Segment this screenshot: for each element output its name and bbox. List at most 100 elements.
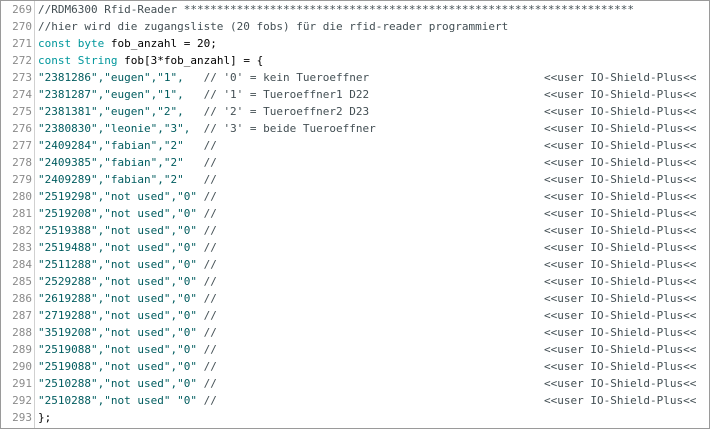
- line-number: 286: [12, 292, 32, 305]
- code-line[interactable]: 291 "2510288","not used","0" // <<user IO-…: [1, 375, 709, 392]
- code-text: "2409385","fabian","2" //: [38, 154, 217, 171]
- code-string: "2381287","eugen","1",: [38, 88, 184, 101]
- code-line[interactable]: 285 "2529288","not used","0" // <<user IO-…: [1, 273, 709, 290]
- code-comment-tail: <<user IO-Shield-Plus<<: [544, 326, 697, 339]
- line-number: 270: [12, 20, 32, 33]
- line-number: 292: [12, 394, 32, 407]
- line-number: 277: [12, 139, 32, 152]
- code-line[interactable]: 280"2519298","not used","0" //<<user IO-…: [1, 188, 709, 205]
- code-text: const byte fob_anzahl = 20;: [38, 35, 217, 52]
- line-number: 290: [12, 360, 32, 373]
- code-comment: //hier wird die zugangsliste (20 fobs) f…: [38, 20, 509, 33]
- code-line[interactable]: 290"2519088","not used","0" //<<user IO-…: [1, 358, 709, 375]
- code-text: "2380830","leonie","3", // '3' = beide T…: [38, 120, 376, 137]
- code-comment-tail: <<user IO-Shield-Plus<<: [544, 309, 697, 322]
- code-text: "2719288","not used","0" //: [38, 307, 217, 324]
- code-keyword: const: [38, 37, 72, 50]
- code-comment-tail: <<user IO-Shield-Plus<<: [544, 343, 697, 356]
- code-line[interactable]: 276"2380830","leonie","3", // '3' = beid…: [1, 120, 709, 137]
- code-text: "2511288","not used","0" //: [38, 256, 217, 273]
- line-number: 271: [12, 37, 32, 50]
- code-comment-tail: <<user IO-Shield-Plus<<: [544, 258, 697, 271]
- code-line[interactable]: 269 //RDM6300 Rfid-Reader ***************…: [1, 1, 709, 18]
- code-text: "2510288","not used","0" //: [38, 375, 217, 392]
- code-string: "3519208","not used","0": [38, 326, 197, 339]
- code-keyword: String: [77, 54, 118, 67]
- code-line[interactable]: 275 "2381381","eugen","2", // '2' = Tuero…: [1, 103, 709, 120]
- code-comment: //: [196, 292, 217, 305]
- code-comment-tail: <<user IO-Shield-Plus<<: [544, 122, 697, 135]
- code-comment: //: [196, 343, 217, 356]
- code-line[interactable]: 283"2519488","not used","0" //<<user IO-…: [1, 239, 709, 256]
- code-string: "2529288","not used","0": [38, 275, 197, 288]
- code-string: "2409289","fabian","2": [38, 173, 184, 186]
- code-text: "2519088","not used","0" //: [38, 358, 217, 375]
- code-line[interactable]: 281"2519208","not used","0" //<<user IO-…: [1, 205, 709, 222]
- line-number: 291: [12, 377, 32, 390]
- code-comment: //: [196, 360, 217, 373]
- code-comment-tail: <<user IO-Shield-Plus<<: [544, 173, 697, 186]
- code-token: [71, 37, 78, 50]
- code-comment-tail: <<user IO-Shield-Plus<<: [544, 394, 697, 407]
- code-comment-tail: <<user IO-Shield-Plus<<: [544, 156, 697, 169]
- code-comment-tail: <<user IO-Shield-Plus<<: [544, 190, 697, 203]
- code-comment-tail: <<user IO-Shield-Plus<<: [544, 88, 697, 101]
- code-line[interactable]: 282"2519388","not used","0" //<<user IO-…: [1, 222, 709, 239]
- code-line[interactable]: 284"2511288","not used","0" //<<user IO-…: [1, 256, 709, 273]
- line-number: 285: [12, 275, 32, 288]
- code-string: "2519208","not used","0": [38, 207, 197, 220]
- code-comment: //: [183, 139, 217, 152]
- code-string: "2519388","not used","0": [38, 224, 197, 237]
- code-comment: //: [196, 258, 217, 271]
- code-text: "2519388","not used","0" //: [38, 222, 217, 239]
- code-text: //RDM6300 Rfid-Reader ******************…: [38, 1, 634, 18]
- code-comment-tail: <<user IO-Shield-Plus<<: [544, 105, 697, 118]
- code-text: "2381381","eugen","2", // '2' = Tueroeff…: [38, 103, 369, 120]
- line-number: 269: [12, 3, 32, 16]
- code-line[interactable]: 293};: [1, 409, 709, 426]
- code-text: "2510288","not used" "0" //: [38, 392, 217, 409]
- code-text: "3519208","not used","0" //: [38, 324, 217, 341]
- code-text: "2381287","eugen","1", // '1' = Tueroeff…: [38, 86, 369, 103]
- code-line[interactable]: 286 "2619288","not used","0" // <<user IO-…: [1, 290, 709, 307]
- code-comment-tail: <<user IO-Shield-Plus<<: [544, 224, 697, 237]
- code-string: "2519088","not used","0": [38, 360, 197, 373]
- code-line[interactable]: 288 "3519208","not used","0" // <<user IO-…: [1, 324, 709, 341]
- code-comment-tail: <<user IO-Shield-Plus<<: [544, 292, 697, 305]
- code-line[interactable]: 271 const byte fob_anzahl = 20;: [1, 35, 709, 52]
- line-number: 288: [12, 326, 32, 339]
- code-line[interactable]: 274 "2381287","eugen","1", // '1' = Tuero…: [1, 86, 709, 103]
- code-comment: // '1' = Tueroeffner1 D22: [183, 88, 370, 101]
- code-comment-tail: <<user IO-Shield-Plus<<: [544, 241, 697, 254]
- code-line[interactable]: 278"2409385","fabian","2" //<<user IO-Sh…: [1, 154, 709, 171]
- code-line[interactable]: 292 "2510288","not used" "0" // <<user IO-…: [1, 392, 709, 409]
- code-line[interactable]: 289"2519088","not used","0" //<<user IO-…: [1, 341, 709, 358]
- code-text: "2409289","fabian","2" //: [38, 171, 217, 188]
- code-comment-tail: <<user IO-Shield-Plus<<: [544, 377, 697, 390]
- code-text: //hier wird die zugangsliste (20 fobs) f…: [38, 18, 508, 35]
- code-comment-tail: <<user IO-Shield-Plus<<: [544, 275, 697, 288]
- code-text: "2519488","not used","0" //: [38, 239, 217, 256]
- code-comment: //: [183, 156, 217, 169]
- line-number: 281: [12, 207, 32, 220]
- code-string: "2519488","not used","0": [38, 241, 197, 254]
- code-text: "2529288","not used","0" //: [38, 273, 217, 290]
- code-line[interactable]: 279"2409289","fabian","2" //<<user IO-Sh…: [1, 171, 709, 188]
- code-text: };: [38, 409, 51, 426]
- code-comment: //: [196, 394, 217, 407]
- code-line[interactable]: 270 //hier wird die zugangsliste (20 fobs…: [1, 18, 709, 35]
- code-token: [71, 54, 78, 67]
- code-comment: //: [196, 326, 217, 339]
- code-comment: //: [196, 275, 217, 288]
- line-number: 275: [12, 105, 32, 118]
- code-line[interactable]: 273"2381286","eugen","1", // '0' = kein …: [1, 69, 709, 86]
- code-line[interactable]: 287"2719288","not used","0" //<<user IO-…: [1, 307, 709, 324]
- code-text: const String fob[3*fob_anzahl] = {: [38, 52, 263, 69]
- code-line[interactable]: 277"2409284","fabian","2" //<<user IO-Sh…: [1, 137, 709, 154]
- line-number: 274: [12, 88, 32, 101]
- code-string: "2619288","not used","0": [38, 292, 197, 305]
- line-number-gutter: [1, 1, 35, 428]
